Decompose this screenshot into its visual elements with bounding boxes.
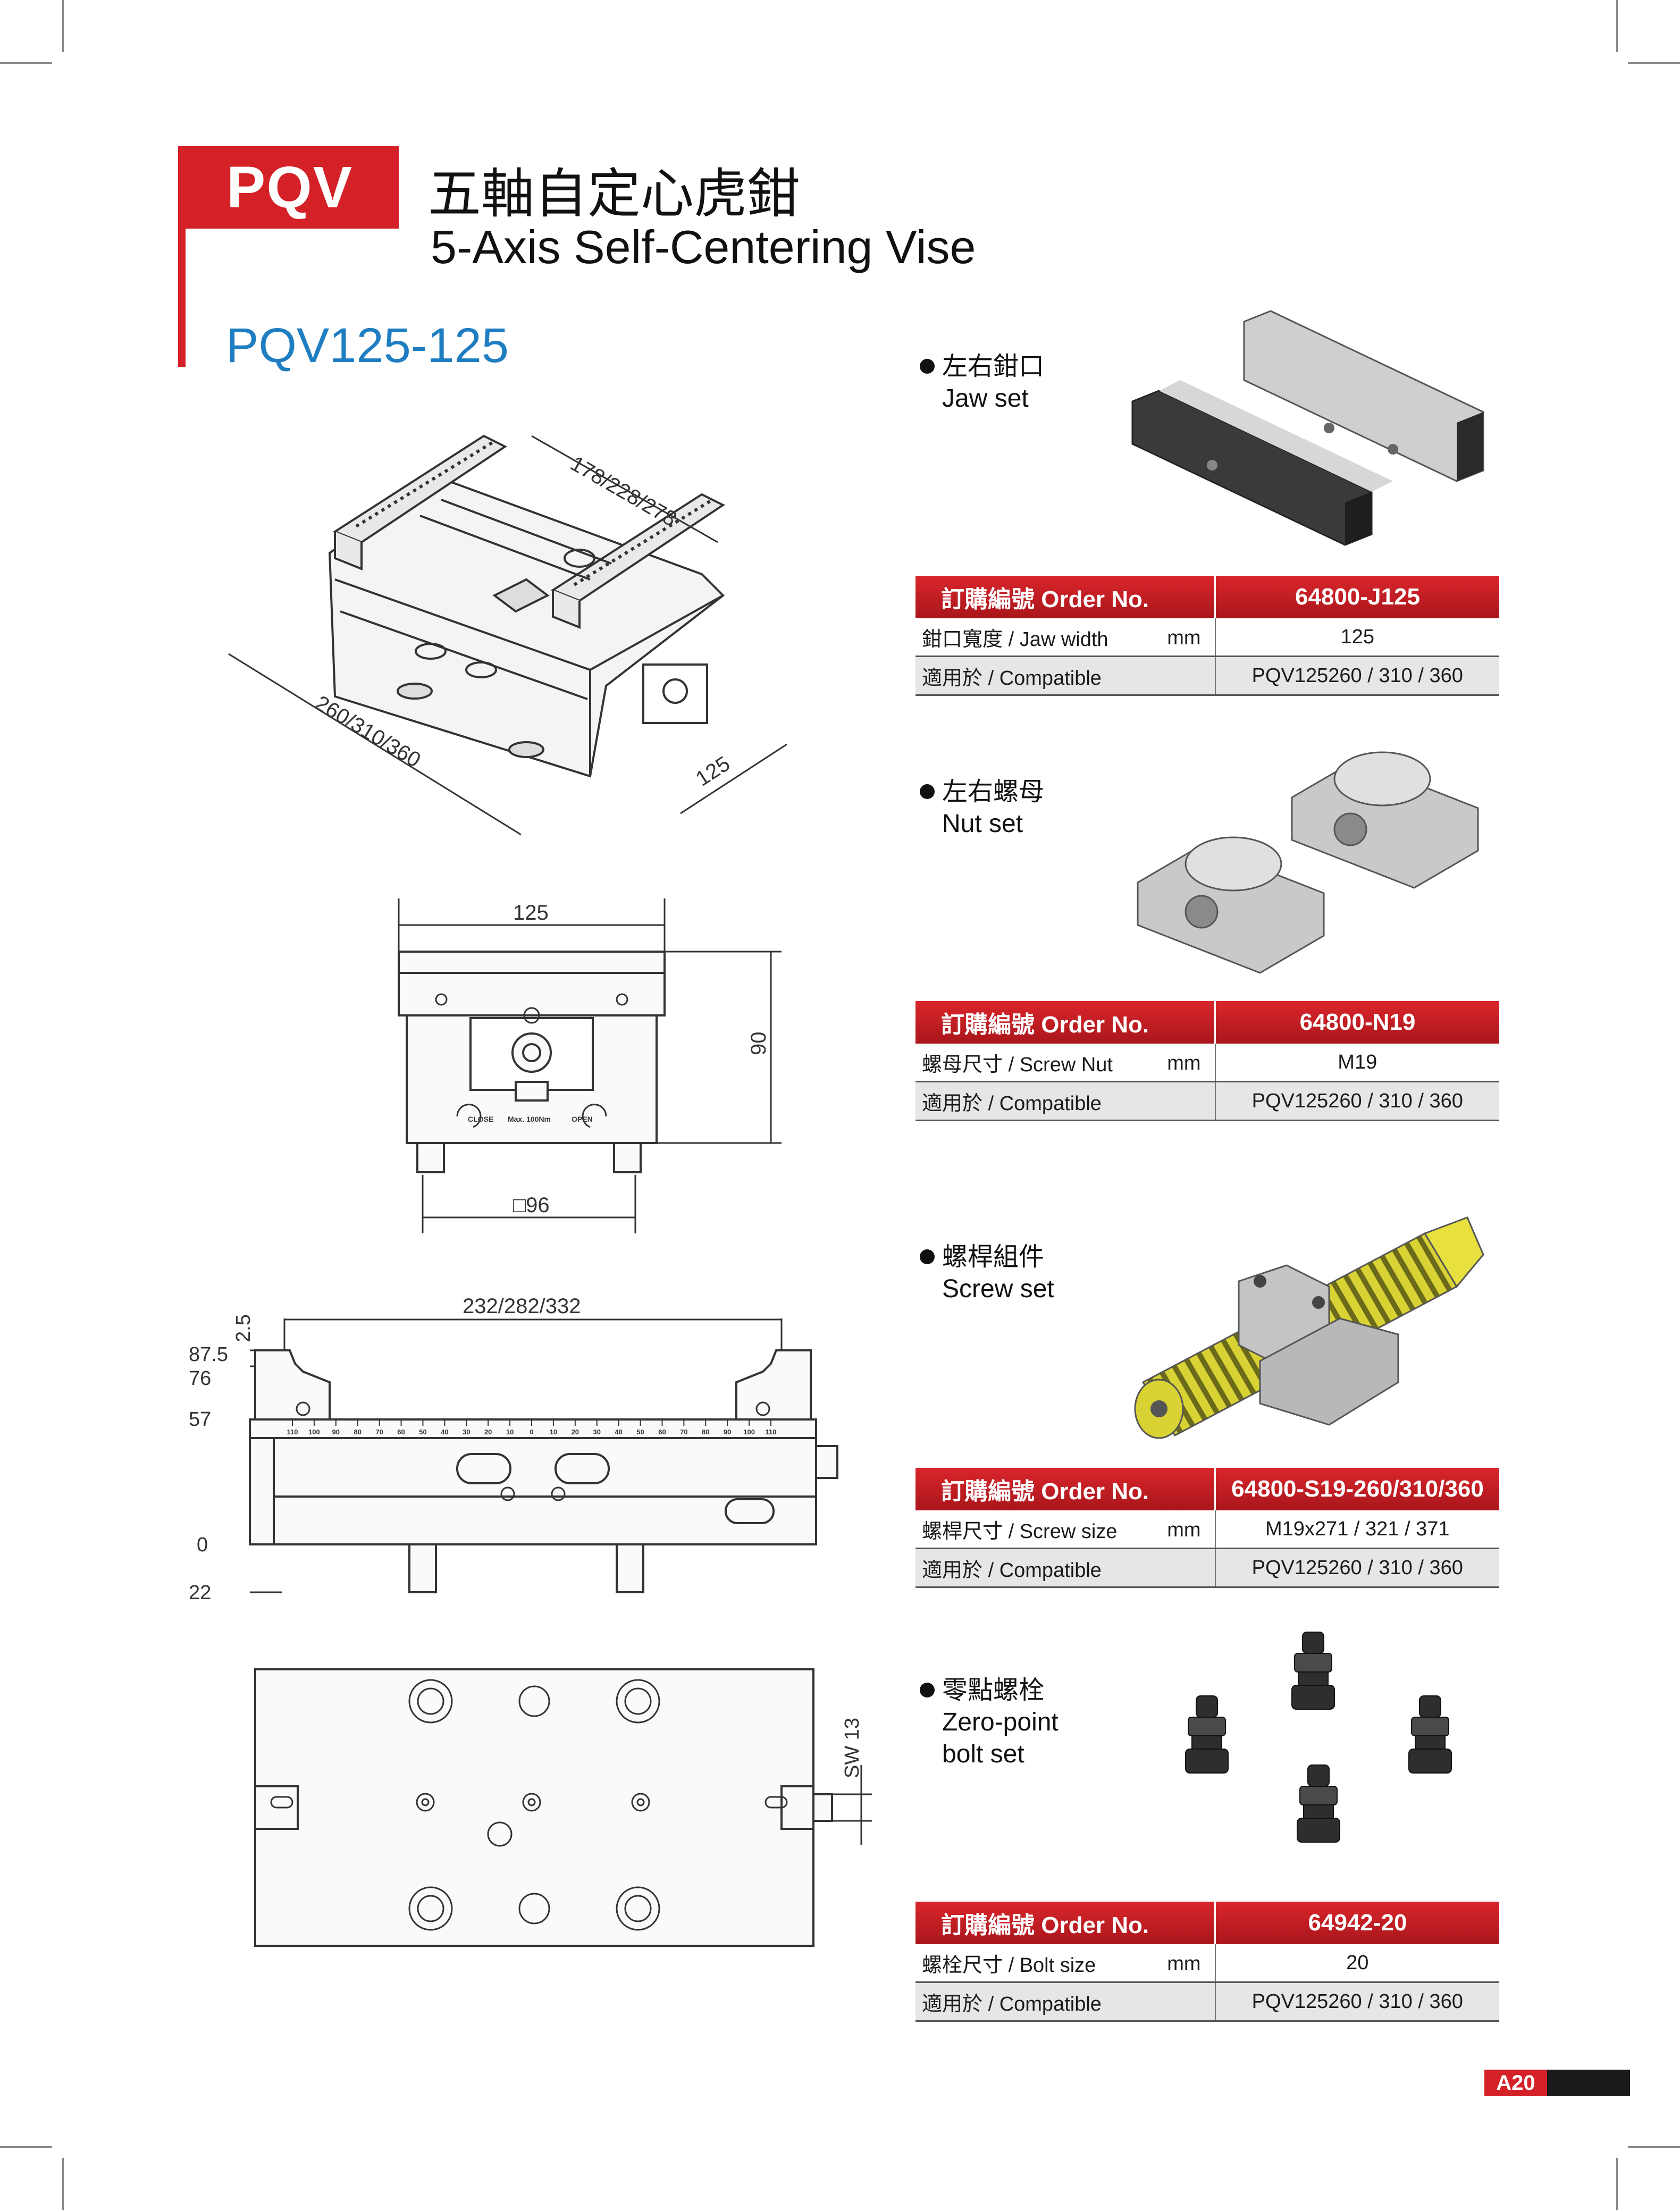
scale-label: 50 — [419, 1428, 426, 1436]
series-badge: PQV — [181, 146, 399, 229]
side-height-76: 76 — [189, 1367, 211, 1390]
bottom-sw-dim: SW 13 — [841, 1718, 863, 1778]
screw-set-image — [1134, 1216, 1484, 1439]
crop-mark — [1628, 2146, 1680, 2148]
crop-mark — [1616, 2158, 1618, 2210]
order-no-header: 訂購編號 Order No. — [915, 576, 1216, 618]
page-number-tab: A20 — [1484, 2070, 1630, 2096]
order-no-value: 64800-N19 — [1215, 1001, 1499, 1044]
order-no-header: 訂購編號 Order No. — [915, 1468, 1216, 1510]
scale-label: 40 — [615, 1428, 622, 1436]
crop-mark — [0, 2146, 52, 2148]
jaw-set-spec-table: 訂購編號 Order No. 64800-J125 鉗口寬度 / Jaw wid… — [915, 576, 1499, 696]
side-height-57: 57 — [189, 1408, 211, 1431]
scale-label: 0 — [530, 1428, 533, 1436]
compat-label: 適用於 / Compatible — [915, 1548, 1216, 1588]
nut-set-image — [1137, 751, 1479, 974]
scale-label: 10 — [506, 1428, 514, 1436]
order-no-header: 訂購編號 Order No. — [915, 1001, 1216, 1044]
scale-label: 70 — [375, 1428, 383, 1436]
scale-label: 110 — [287, 1428, 298, 1436]
scale-label: 20 — [484, 1428, 492, 1436]
side-height-0: 0 — [197, 1534, 208, 1556]
order-no-value: 64800-J125 — [1215, 576, 1499, 618]
bullet-icon — [920, 1683, 935, 1698]
bolt-set-spec-table: 訂購編號 Order No. 64942-20 螺栓尺寸 / Bolt size… — [915, 1902, 1499, 2022]
bullet-icon — [920, 359, 935, 374]
compat-value: PQV125260 / 310 / 360 — [1215, 1548, 1499, 1588]
scale-label: 20 — [572, 1428, 579, 1436]
model-number: PQV125-125 — [226, 318, 509, 373]
spec-value: 125 — [1215, 618, 1499, 657]
screw-set-label: 螺桿組件 Screw set — [920, 1241, 1054, 1305]
scale-label: 60 — [397, 1428, 405, 1436]
scale-label: 40 — [441, 1428, 448, 1436]
bolt-set-image — [1185, 1632, 1452, 1843]
spec-value: 20 — [1215, 1944, 1499, 1983]
spec-value: M19 — [1215, 1044, 1499, 1082]
compat-value: PQV125260 / 310 / 360 — [1215, 1982, 1499, 2022]
compat-label: 適用於 / Compatible — [915, 1081, 1216, 1121]
compat-value: PQV125260 / 310 / 360 — [1215, 1081, 1499, 1121]
compat-value: PQV125260 / 310 / 360 — [1215, 656, 1499, 696]
scale-label: 10 — [550, 1428, 557, 1436]
bolt-set-label: 零點螺栓 Zero-point bolt set — [920, 1675, 1059, 1770]
scale-label: 110 — [766, 1428, 777, 1436]
bottom-view-drawing: SW 13 — [254, 1668, 872, 1947]
nut-set-spec-table: 訂購編號 Order No. 64800-N19 螺母尺寸 / Screw Nu… — [915, 1001, 1499, 1121]
bullet-icon — [920, 784, 935, 799]
compat-label: 適用於 / Compatible — [915, 656, 1216, 696]
page-number: A20 — [1484, 2070, 1547, 2096]
front-view-drawing: 125 90 □96 CLOSE Max. 100Nm OPEN — [398, 898, 782, 1233]
iso-width-dim: 125 — [692, 752, 734, 791]
bullet-icon — [920, 1249, 935, 1264]
crop-mark — [62, 0, 64, 52]
front-open-label: OPEN — [572, 1115, 593, 1123]
scale-label: 90 — [332, 1428, 340, 1436]
front-height-dim: 90 — [747, 1032, 770, 1056]
isometric-vise-drawing: 178/228/278 260/310/360 125 — [228, 434, 787, 836]
order-no-header: 訂購編號 Order No. — [915, 1902, 1216, 1944]
scale-label: 90 — [724, 1428, 731, 1436]
scale-label: 30 — [593, 1428, 600, 1436]
compat-label: 適用於 / Compatible — [915, 1982, 1216, 2022]
scale-label: 60 — [658, 1428, 666, 1436]
side-height-22: 22 — [189, 1582, 211, 1604]
side-height-87.5: 87.5 — [189, 1343, 228, 1366]
jaw-set-image — [1131, 310, 1484, 546]
front-max-label: Max. 100Nm — [508, 1115, 551, 1123]
jaw-set-label: 左右鉗口 Jaw set — [920, 351, 1044, 415]
iso-depth-dim: 178/228/278 — [567, 452, 681, 531]
screw-set-spec-table: 訂購編號 Order No. 64800-S19-260/310/360 螺桿尺… — [915, 1468, 1499, 1588]
scale-label: 80 — [354, 1428, 361, 1436]
order-no-value: 64942-20 — [1215, 1902, 1499, 1944]
crop-mark — [62, 2158, 64, 2210]
order-no-value: 64800-S19-260/310/360 — [1215, 1468, 1499, 1510]
side-length-dim: 232/282/332 — [463, 1295, 581, 1318]
scale-label: 80 — [702, 1428, 709, 1436]
crop-mark — [0, 62, 52, 64]
crop-mark — [1628, 62, 1680, 64]
page-title-zh: 五軸自定心虎鉗 — [428, 164, 800, 224]
nut-set-label: 左右螺母 Nut set — [920, 776, 1044, 840]
side-height-2.5: 2.5 — [232, 1314, 255, 1342]
front-base-dim: □96 — [513, 1194, 550, 1217]
scale-label: 50 — [636, 1428, 644, 1436]
scale-label: 100 — [743, 1428, 755, 1436]
crop-mark — [1616, 0, 1618, 52]
front-width-dim: 125 — [513, 901, 549, 925]
scale-label: 100 — [308, 1428, 320, 1436]
scale-label: 70 — [680, 1428, 687, 1436]
scale-label: 30 — [463, 1428, 470, 1436]
front-close-label: CLOSE — [468, 1115, 493, 1123]
spec-value: M19x271 / 321 / 371 — [1215, 1510, 1499, 1549]
page-title-en: 5-Axis Self-Centering Vise — [431, 221, 976, 273]
